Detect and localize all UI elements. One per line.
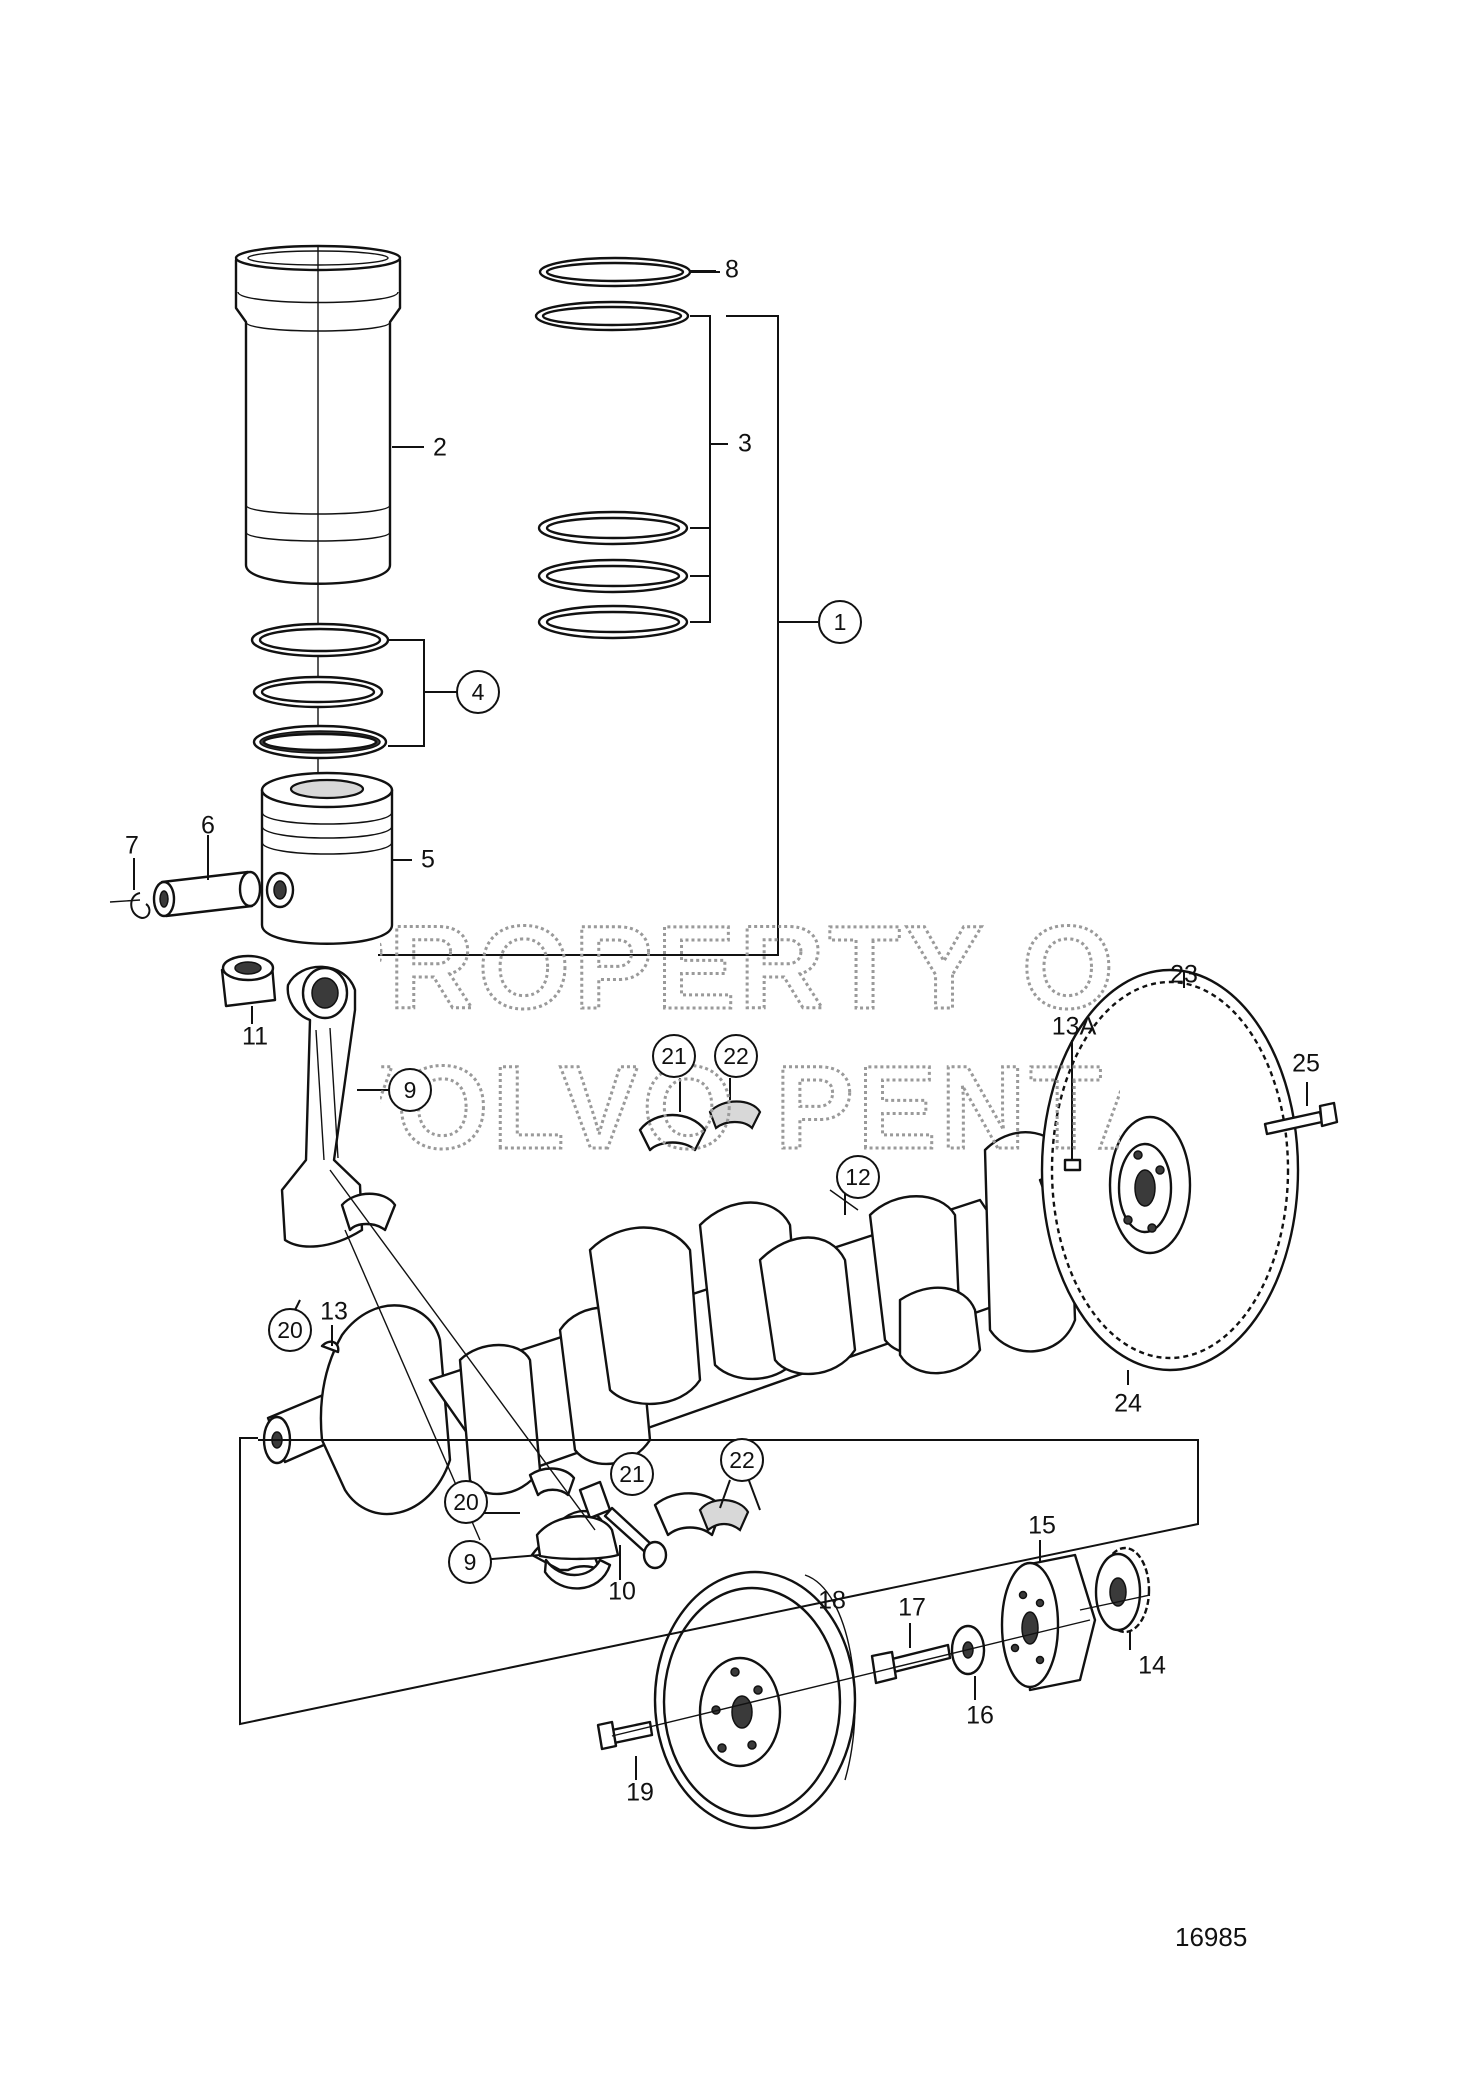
callout-13a: 13A — [1051, 1012, 1097, 1041]
washer-part — [950, 1624, 986, 1700]
cylinder-liner-part — [234, 244, 402, 780]
callout-17: 17 — [898, 1593, 926, 1622]
callout-2: 2 — [433, 433, 447, 462]
callout-22-lower: 22 — [720, 1438, 764, 1482]
bushing-part — [220, 954, 277, 1024]
callout-11: 11 — [242, 1022, 268, 1051]
flywheel-bolt-part — [1263, 1082, 1339, 1136]
callout-16: 16 — [966, 1701, 994, 1730]
dowel-pin-part — [1063, 1040, 1082, 1172]
callout-21-upper: 21 — [652, 1034, 696, 1078]
callout-9-upper: 9 — [388, 1068, 432, 1112]
callout-24: 24 — [1114, 1389, 1142, 1418]
callout-23: 23 — [1170, 960, 1198, 989]
callout-12: 12 — [836, 1155, 880, 1199]
callout-25: 25 — [1292, 1049, 1320, 1078]
callout-9-lower: 9 — [448, 1540, 492, 1584]
leader-lines-upper — [133, 270, 818, 956]
bearing-shell-lower-group — [528, 1467, 750, 1537]
callout-7: 7 — [125, 831, 139, 860]
document-number: 16985 — [1175, 1922, 1248, 1952]
connecting-rod-cap-part — [535, 1515, 620, 1561]
pulley-bolt-part — [596, 1720, 654, 1780]
leader-lines-lower — [239, 1437, 1199, 1726]
callout-3: 3 — [738, 429, 752, 458]
callout-20-lower: 20 — [444, 1480, 488, 1524]
callout-18: 18 — [818, 1586, 846, 1615]
piston-ring-set-part — [534, 256, 692, 640]
callout-22-upper: 22 — [714, 1034, 758, 1078]
callout-19: 19 — [626, 1778, 654, 1807]
flywheel-part — [1040, 968, 1300, 1385]
callout-13: 13 — [320, 1297, 348, 1326]
connecting-rod-part — [280, 965, 395, 1248]
center-bolt-part — [870, 1623, 952, 1685]
crankshaft-gear-part — [1094, 1546, 1151, 1650]
hub-part — [1000, 1540, 1097, 1692]
circlip-part — [109, 892, 151, 920]
callout-1: 1 — [818, 600, 862, 644]
piston-pin-part — [152, 870, 262, 918]
callout-20-upper: 20 — [268, 1308, 312, 1352]
callout-6: 6 — [201, 811, 215, 840]
callout-4: 4 — [456, 670, 500, 714]
piston-rings-part — [250, 622, 390, 760]
bearing-shell-upper-group — [340, 1078, 762, 1232]
rod-bolt-part — [603, 1506, 668, 1580]
callout-5: 5 — [421, 845, 435, 874]
piston-part — [260, 771, 394, 945]
callout-15: 15 — [1028, 1511, 1056, 1540]
callout-10: 10 — [608, 1577, 636, 1606]
key-part — [320, 1325, 340, 1354]
callout-14: 14 — [1138, 1651, 1166, 1680]
callout-8: 8 — [725, 255, 739, 284]
callout-21-lower: 21 — [610, 1452, 654, 1496]
crankshaft-part — [262, 1131, 1115, 1516]
